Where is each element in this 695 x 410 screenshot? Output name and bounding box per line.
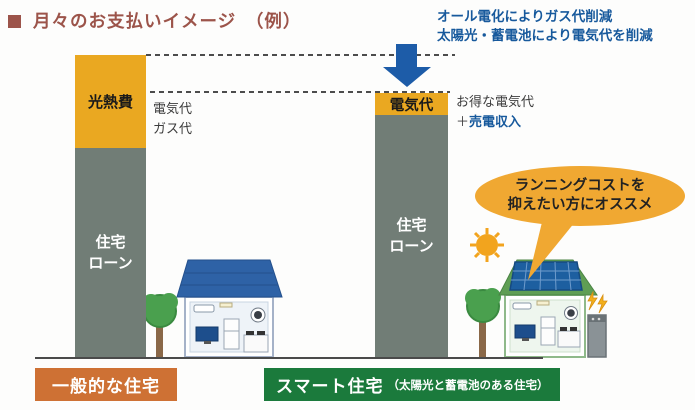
air-conditioner-icon (512, 302, 532, 310)
reduction-arrow-shaft (396, 44, 417, 68)
bubble-line1: ランニングコストを (514, 178, 646, 194)
page-title: 月々のお支払いイメージ （例） (33, 11, 302, 31)
left-bar-annotation: 電気代 ガス代 (153, 99, 192, 139)
bar-segment-loan-left: 住宅 ローン (75, 148, 146, 357)
tv-icon (514, 324, 536, 339)
loan-label-line1: 住宅 (396, 217, 427, 234)
annotation-electricity: 電気代 (153, 101, 193, 116)
house-body (498, 259, 598, 358)
ground-line (35, 357, 543, 359)
recommendation-bubble: ランニングコストを 抑えたい方にオススメ (475, 166, 685, 226)
general-house-label: 一般的な住宅 (52, 377, 160, 396)
benefit-note-line2: 太陽光・蓄電池により電気代を削減 (437, 28, 653, 43)
bubble-line2: 抑えたい方にオススメ (507, 197, 653, 213)
blue-roof-icon (176, 259, 283, 298)
footer-label-general-house: 一般的な住宅 (35, 368, 177, 401)
right-bar-annotation: お得な電気代 ＋売電収入 (456, 92, 534, 132)
smart-house-illustration (465, 228, 608, 358)
ceiling-light-icon (536, 300, 550, 306)
utilities-label: 光熱費 (87, 94, 133, 111)
bubble-tail-icon (528, 218, 575, 280)
sun-icon (470, 228, 504, 262)
kitchen-counter-icon (243, 334, 269, 353)
bar-segment-loan-right: 住宅 ローン (375, 115, 448, 357)
annotation-sell-power: ＋売電収入 (456, 112, 534, 132)
solar-panel-icon (509, 261, 583, 291)
plus-sign: ＋ (456, 114, 470, 129)
dashed-guide-reduced-cost (150, 91, 450, 93)
benefit-note-line1: オール電化によりガス代削減 (437, 9, 613, 24)
loan-label-line2: ローン (389, 238, 434, 255)
general-house-illustration (142, 259, 283, 358)
bar-segment-utilities: 光熱費 (75, 55, 146, 148)
annotation-gas: ガス代 (153, 121, 193, 136)
bar-general-house: 光熱費 住宅 ローン (75, 55, 146, 357)
bar-smart-house: 電気代 住宅 ローン (375, 93, 448, 357)
square-bullet-icon (8, 15, 21, 28)
annotation-cheap-electricity: お得な電気代 (456, 94, 535, 109)
dashed-guide-total-cost (146, 54, 455, 56)
tree-icon (142, 293, 178, 358)
reduction-arrow-icon (383, 67, 431, 87)
loan-label-line1: 住宅 (95, 233, 126, 251)
bar-segment-electricity: 電気代 (375, 93, 448, 115)
lightning-icon (587, 290, 608, 314)
smart-house-sublabel: （太陽光と蓄電池のある住宅） (387, 379, 549, 392)
refrigerator-icon (223, 318, 240, 350)
kitchen-counter-icon (557, 330, 581, 348)
electricity-label: 電気代 (389, 97, 434, 114)
tree-icon (465, 288, 501, 358)
storage-battery-icon (587, 314, 607, 358)
benefit-note: オール電化によりガス代削減 太陽光・蓄電池により電気代を削減 (437, 7, 653, 45)
smart-house-label: スマート住宅 (276, 377, 384, 396)
footer-label-smart-house: スマート住宅 （太陽光と蓄電池のある住宅） (264, 368, 560, 401)
refrigerator-icon (540, 316, 556, 346)
air-conditioner-icon (193, 304, 215, 313)
loan-label-line2: ローン (88, 254, 133, 272)
sell-power-text: 売電収入 (469, 114, 522, 129)
tv-icon (195, 326, 219, 342)
title-row: 月々のお支払いイメージ （例） (8, 8, 301, 33)
ceiling-light-icon (219, 302, 233, 308)
house-body (176, 259, 283, 358)
